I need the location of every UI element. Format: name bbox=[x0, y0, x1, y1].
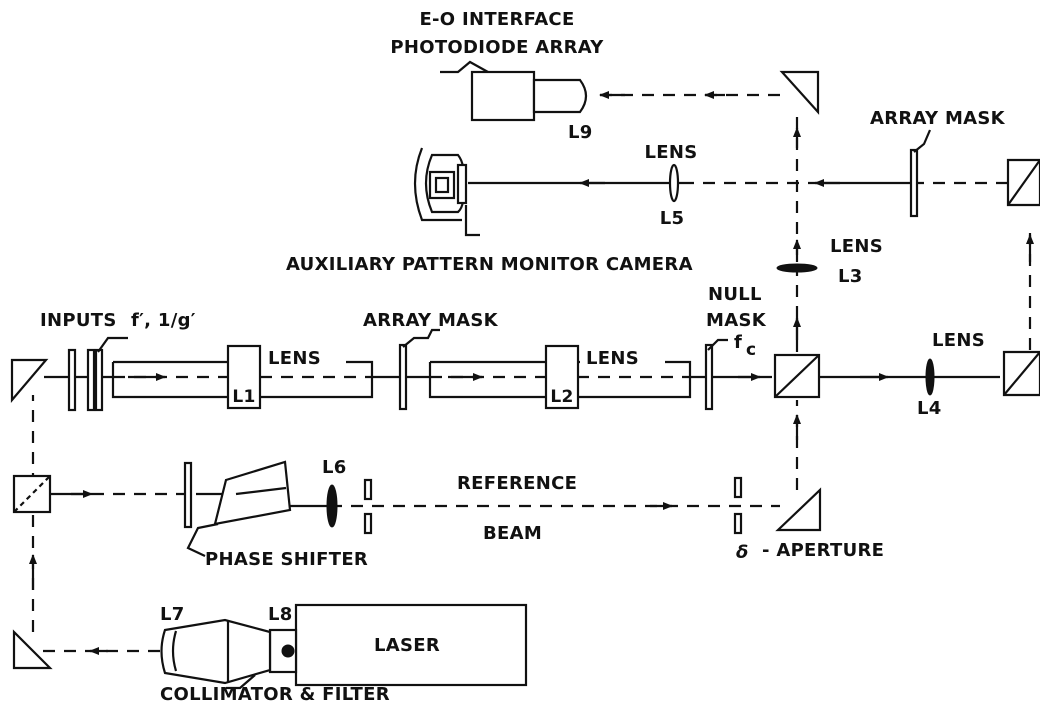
label-lens-1: LENS bbox=[268, 348, 321, 369]
labels: E-O INTERFACE PHOTODIODE ARRAY L9 LENS L… bbox=[40, 9, 1006, 702]
null-mask-leader bbox=[707, 338, 728, 351]
label-laser: LASER bbox=[374, 635, 440, 656]
label-l4: L4 bbox=[917, 398, 942, 419]
lens-l5 bbox=[668, 163, 680, 203]
label-l7: L7 bbox=[160, 604, 185, 625]
label-array-mask-mid: ARRAY MASK bbox=[363, 310, 499, 331]
beam-splitter-diagonal bbox=[774, 354, 820, 398]
label-lens-l5: LENS bbox=[645, 142, 698, 163]
lens-l3 bbox=[776, 263, 818, 273]
pinhole-filter bbox=[281, 644, 295, 658]
prism-diagonal bbox=[1003, 351, 1040, 396]
phase-shifter-leader bbox=[186, 522, 219, 557]
inputs-leader bbox=[97, 336, 128, 353]
lens-tube-l1 bbox=[111, 344, 374, 410]
label-photodiode-array: PHOTODIODE ARRAY bbox=[390, 37, 604, 58]
label-auxiliary-camera: AUXILIARY PATTERN MONITOR CAMERA bbox=[286, 254, 693, 275]
laser bbox=[294, 603, 528, 687]
prism-diagonal bbox=[1007, 159, 1040, 206]
reference-plate bbox=[183, 461, 193, 529]
lens-l1 bbox=[226, 344, 262, 410]
label-lens-l3: LENS bbox=[830, 236, 883, 257]
label-mask: MASK bbox=[706, 310, 767, 331]
null-mask bbox=[704, 343, 714, 411]
delta-aperture-lower bbox=[733, 512, 743, 535]
lens-l4 bbox=[925, 358, 935, 396]
array-mask-top bbox=[909, 148, 919, 218]
mirror-top-left bbox=[10, 358, 49, 403]
label-l6: L6 bbox=[322, 457, 347, 478]
monitor-camera bbox=[413, 147, 480, 237]
label-phase-shifter: PHASE SHIFTER bbox=[205, 549, 368, 570]
lens-l7 bbox=[171, 630, 178, 672]
collimator bbox=[160, 618, 272, 685]
label-l1: L1 bbox=[232, 387, 255, 407]
beam-paths bbox=[29, 91, 1034, 655]
label-delta: δ bbox=[736, 542, 749, 563]
label-fc: f bbox=[734, 332, 742, 353]
input-plate-2 bbox=[86, 348, 96, 412]
label-inputs-functions: f′, 1/g′ bbox=[131, 310, 196, 331]
label-inputs: INPUTS bbox=[40, 310, 117, 331]
mirror-delta-aperture bbox=[775, 487, 822, 532]
photodiode-array bbox=[440, 60, 588, 122]
label-lens-2: LENS bbox=[586, 348, 639, 369]
array-mask-mid bbox=[398, 343, 408, 411]
label-null: NULL bbox=[708, 284, 762, 305]
label-collimator-filter: COLLIMATOR & FILTER bbox=[160, 684, 390, 702]
lens-tube-l2 bbox=[428, 344, 692, 410]
label-l9: L9 bbox=[568, 122, 593, 143]
lens-l6 bbox=[326, 484, 338, 528]
label-aperture: - APERTURE bbox=[762, 540, 884, 561]
array-mask-leader bbox=[402, 328, 440, 348]
delta-aperture-upper bbox=[733, 476, 743, 499]
input-plate-1 bbox=[67, 348, 77, 412]
collimator-leader bbox=[226, 674, 256, 690]
phase-shifter-edge bbox=[235, 486, 287, 496]
input-plate-3 bbox=[94, 348, 104, 412]
mirror-top-right bbox=[779, 70, 820, 115]
label-l8: L8 bbox=[268, 604, 293, 625]
array-mask-top-leader bbox=[913, 129, 932, 153]
lens-l2 bbox=[544, 344, 580, 410]
label-l3: L3 bbox=[838, 266, 863, 287]
label-eo-interface: E-O INTERFACE bbox=[419, 9, 574, 30]
label-l5: L5 bbox=[660, 208, 685, 229]
label-lens-l4: LENS bbox=[932, 330, 985, 351]
label-fc-subscript: c bbox=[746, 340, 756, 360]
label-array-mask-top: ARRAY MASK bbox=[870, 108, 1006, 129]
label-beam: BEAM bbox=[483, 523, 542, 544]
pinhole-upper bbox=[363, 478, 373, 501]
beam-splitter-left bbox=[12, 474, 52, 514]
mirrors bbox=[10, 70, 1040, 670]
label-l2: L2 bbox=[550, 387, 573, 407]
pinhole-lower bbox=[363, 512, 373, 535]
label-reference: REFERENCE bbox=[457, 473, 577, 494]
mirror-bottom-left bbox=[12, 629, 53, 670]
laser-assembly bbox=[160, 603, 528, 690]
